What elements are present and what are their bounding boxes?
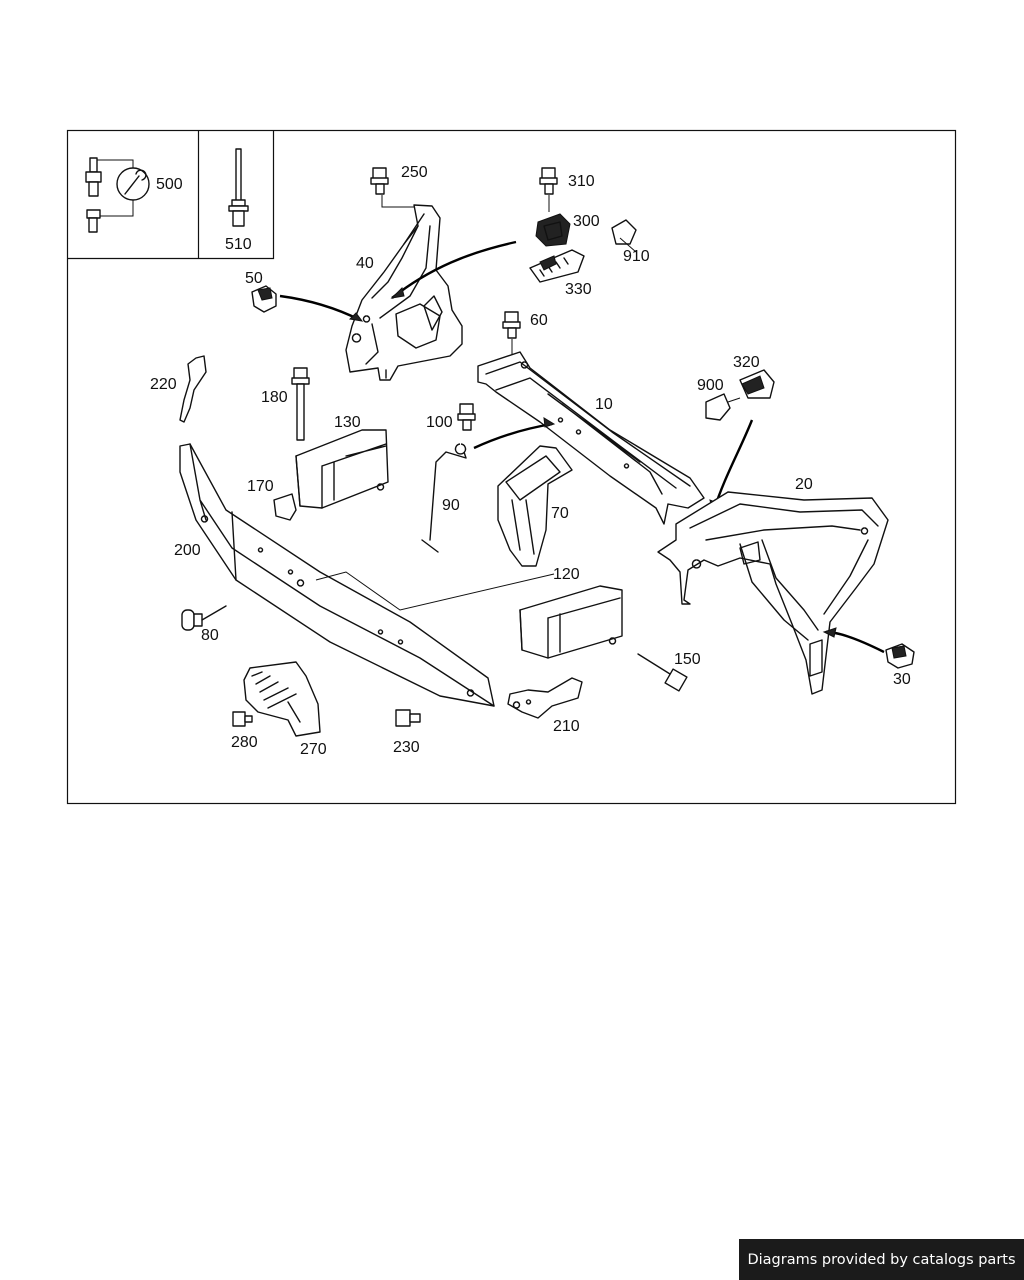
callout-30: 30 bbox=[893, 671, 911, 688]
callout-320: 320 bbox=[733, 354, 760, 371]
callout-130: 130 bbox=[334, 414, 361, 431]
callout-200: 200 bbox=[174, 542, 201, 559]
part-150-bolt bbox=[637, 653, 688, 692]
part-80-bolt bbox=[181, 605, 227, 631]
callout-20: 20 bbox=[795, 476, 813, 493]
part-210-bracket bbox=[507, 677, 583, 719]
part-230-bolt bbox=[395, 709, 421, 727]
arrow-50-to-40 bbox=[279, 294, 361, 322]
callout-210: 210 bbox=[553, 718, 580, 735]
callout-900: 900 bbox=[697, 377, 724, 394]
diagram-frame bbox=[66, 129, 957, 805]
callout-180: 180 bbox=[261, 389, 288, 406]
part-200-bumper-beam bbox=[179, 443, 495, 707]
callout-310: 310 bbox=[568, 173, 595, 190]
part-70-bracket bbox=[497, 445, 573, 567]
part-170-plate bbox=[273, 493, 297, 521]
callout-50: 50 bbox=[245, 270, 263, 287]
part-330-holder bbox=[529, 249, 585, 283]
part-910-pad bbox=[611, 219, 637, 245]
callout-220: 220 bbox=[150, 376, 177, 393]
part-280-bolt bbox=[232, 711, 253, 727]
part-90-rod bbox=[421, 443, 467, 553]
part-60-bolt bbox=[502, 311, 521, 356]
part-300-clip bbox=[535, 213, 571, 247]
arrow-90-to-10 bbox=[473, 422, 553, 450]
callout-10: 10 bbox=[595, 396, 613, 413]
credit-badge: Diagrams provided by catalogs parts bbox=[739, 1239, 1024, 1280]
callout-70: 70 bbox=[551, 505, 569, 522]
part-120-crash-box bbox=[519, 585, 623, 659]
part-900-pad bbox=[705, 393, 731, 421]
callout-230: 230 bbox=[393, 739, 420, 756]
callout-280: 280 bbox=[231, 734, 258, 751]
part-30-plug bbox=[885, 643, 915, 669]
part-10-crossmember bbox=[477, 351, 705, 525]
part-310-bolt bbox=[539, 167, 558, 212]
part-320-clip bbox=[739, 369, 775, 399]
part-510-stud bbox=[228, 148, 249, 227]
callout-500: 500 bbox=[156, 176, 183, 193]
callout-90: 90 bbox=[442, 497, 460, 514]
callout-300: 300 bbox=[573, 213, 600, 230]
inset-box-dividers bbox=[67, 130, 275, 260]
part-500-bolt-kit bbox=[85, 157, 150, 233]
callout-80: 80 bbox=[201, 627, 219, 644]
part-40-bracket bbox=[345, 204, 463, 381]
callout-100: 100 bbox=[426, 414, 453, 431]
callout-270: 270 bbox=[300, 741, 327, 758]
part-20-front-frame bbox=[657, 491, 889, 695]
callout-40: 40 bbox=[356, 255, 374, 272]
callout-60: 60 bbox=[530, 312, 548, 329]
part-270-bracket bbox=[243, 661, 321, 737]
part-220-bracket bbox=[179, 355, 207, 423]
callout-150: 150 bbox=[674, 651, 701, 668]
callout-910: 910 bbox=[623, 248, 650, 265]
callout-250: 250 bbox=[401, 164, 428, 181]
callout-510: 510 bbox=[225, 236, 252, 253]
credit-text: Diagrams provided by catalogs parts bbox=[747, 1251, 1016, 1268]
part-180-bolt bbox=[291, 367, 310, 441]
callout-120: 120 bbox=[553, 566, 580, 583]
part-100-bolt bbox=[457, 403, 476, 431]
part-130-crash-box bbox=[295, 429, 389, 509]
callout-170: 170 bbox=[247, 478, 274, 495]
leader-120 bbox=[315, 571, 555, 611]
callout-330: 330 bbox=[565, 281, 592, 298]
arrow-300-to-40 bbox=[391, 240, 517, 299]
part-50-plug bbox=[251, 285, 277, 313]
